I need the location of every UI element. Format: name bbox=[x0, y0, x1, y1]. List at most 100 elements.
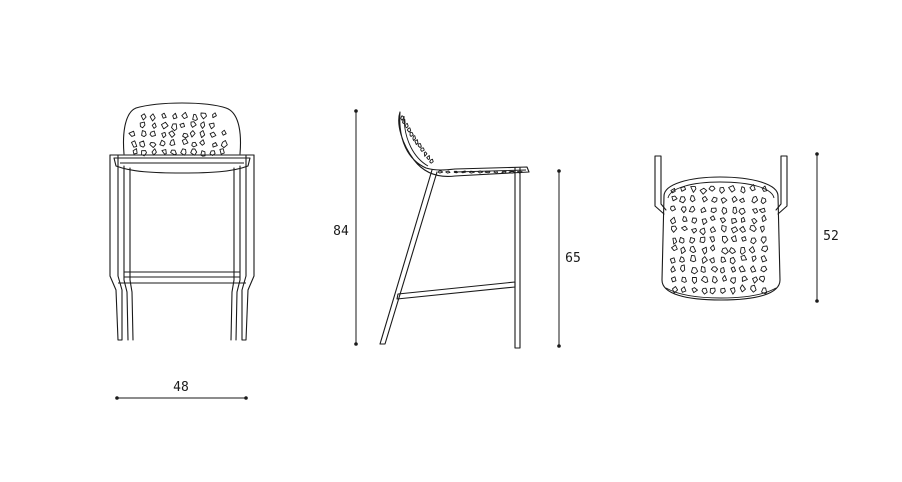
pattern-shard bbox=[219, 148, 225, 155]
pattern-shard bbox=[149, 113, 156, 122]
pattern-shard bbox=[700, 265, 706, 273]
pattern-shard bbox=[672, 237, 678, 245]
pattern-shard bbox=[412, 135, 416, 142]
pattern-shard bbox=[670, 225, 678, 233]
top-left-frame bbox=[654, 155, 667, 215]
pattern-shard bbox=[168, 130, 176, 138]
pattern-shard bbox=[172, 112, 178, 120]
pattern-shard bbox=[721, 247, 729, 255]
pattern-shard bbox=[501, 170, 507, 174]
pattern-shard bbox=[406, 127, 412, 133]
pattern-shard bbox=[719, 217, 727, 224]
pattern-shard bbox=[691, 287, 698, 294]
pattern-shard bbox=[761, 287, 768, 295]
pattern-shard bbox=[669, 257, 676, 264]
pattern-shard bbox=[209, 131, 217, 138]
pattern-shard bbox=[730, 277, 736, 284]
pattern-shard bbox=[669, 216, 677, 225]
pattern-shard bbox=[751, 255, 757, 263]
pattern-shard bbox=[220, 140, 228, 149]
pattern-shard bbox=[132, 148, 138, 155]
pattern-shard bbox=[680, 186, 687, 192]
pattern-shard bbox=[732, 206, 738, 215]
pattern-shard bbox=[212, 142, 218, 148]
pattern-shard bbox=[690, 186, 697, 193]
pattern-shard bbox=[181, 138, 189, 145]
pattern-shard bbox=[131, 140, 138, 148]
pattern-shard bbox=[758, 207, 766, 214]
pattern-shard bbox=[679, 196, 686, 204]
pattern-shard bbox=[678, 236, 685, 244]
pattern-shard bbox=[709, 287, 716, 295]
pattern-shard bbox=[404, 122, 409, 129]
pattern-shard bbox=[720, 287, 726, 294]
side-backrest-shell bbox=[398, 111, 530, 177]
pattern-shard bbox=[681, 276, 687, 283]
pattern-shard bbox=[437, 170, 444, 174]
pattern-shard bbox=[199, 130, 206, 139]
pattern-shard bbox=[740, 254, 748, 261]
pattern-shard bbox=[761, 214, 767, 223]
pattern-shard bbox=[682, 216, 688, 222]
pattern-shard bbox=[460, 170, 467, 174]
pattern-shard bbox=[701, 287, 708, 295]
pattern-shard bbox=[161, 149, 167, 155]
pattern-shard bbox=[700, 206, 707, 214]
pattern-shard bbox=[221, 129, 227, 136]
pattern-shard bbox=[722, 274, 728, 282]
pattern-shard bbox=[200, 150, 206, 157]
pattern-shard bbox=[701, 256, 708, 264]
front-seat bbox=[113, 157, 251, 174]
pattern-shard bbox=[139, 121, 146, 129]
pattern-shard bbox=[208, 122, 215, 130]
pattern-shard bbox=[761, 245, 769, 253]
pattern-shard bbox=[670, 187, 676, 194]
pattern-shard bbox=[731, 218, 738, 225]
pattern-shard bbox=[139, 140, 146, 148]
pattern-shard bbox=[199, 139, 205, 146]
pattern-shard bbox=[741, 236, 747, 242]
pattern-shard bbox=[739, 197, 745, 203]
pattern-shard bbox=[670, 276, 677, 283]
pattern-shard bbox=[711, 196, 718, 203]
pattern-shard bbox=[191, 141, 198, 148]
pattern-shard bbox=[700, 275, 709, 284]
pattern-shard bbox=[720, 267, 725, 274]
pattern-shard bbox=[730, 266, 737, 273]
pattern-shard bbox=[151, 122, 157, 129]
depth-label: 52 bbox=[823, 229, 839, 244]
pattern-shard bbox=[750, 265, 757, 273]
pattern-shard bbox=[751, 217, 758, 225]
pattern-shard bbox=[760, 265, 768, 273]
pattern-shard bbox=[701, 218, 708, 226]
pattern-shard bbox=[751, 195, 759, 204]
pattern-shard bbox=[752, 208, 759, 214]
pattern-shard bbox=[721, 225, 727, 233]
pattern-shard bbox=[149, 130, 156, 137]
pattern-shard bbox=[141, 130, 147, 138]
pattern-shard bbox=[423, 151, 428, 157]
pattern-shard bbox=[679, 264, 686, 273]
pattern-shard bbox=[699, 227, 706, 236]
top-view bbox=[654, 155, 788, 301]
pattern-shard bbox=[690, 267, 699, 275]
pattern-shard bbox=[679, 256, 685, 263]
pattern-shard bbox=[739, 246, 746, 255]
pattern-shard bbox=[691, 227, 698, 234]
pattern-shard bbox=[701, 246, 708, 255]
pattern-shard bbox=[689, 245, 697, 254]
pattern-shard bbox=[402, 118, 406, 125]
pattern-shard bbox=[180, 148, 187, 156]
pattern-shard bbox=[729, 287, 736, 295]
pattern-shard bbox=[691, 217, 698, 224]
pattern-shard bbox=[149, 142, 157, 149]
pattern-shard bbox=[738, 265, 746, 273]
seat-height-label: 65 bbox=[565, 251, 581, 266]
top-right-frame bbox=[775, 155, 788, 215]
pattern-shard bbox=[758, 275, 766, 283]
pattern-shard bbox=[516, 170, 523, 174]
pattern-shard bbox=[190, 121, 197, 128]
front-backrest-outline bbox=[122, 102, 242, 155]
pattern-shard bbox=[740, 186, 746, 194]
pattern-shard bbox=[691, 276, 698, 285]
